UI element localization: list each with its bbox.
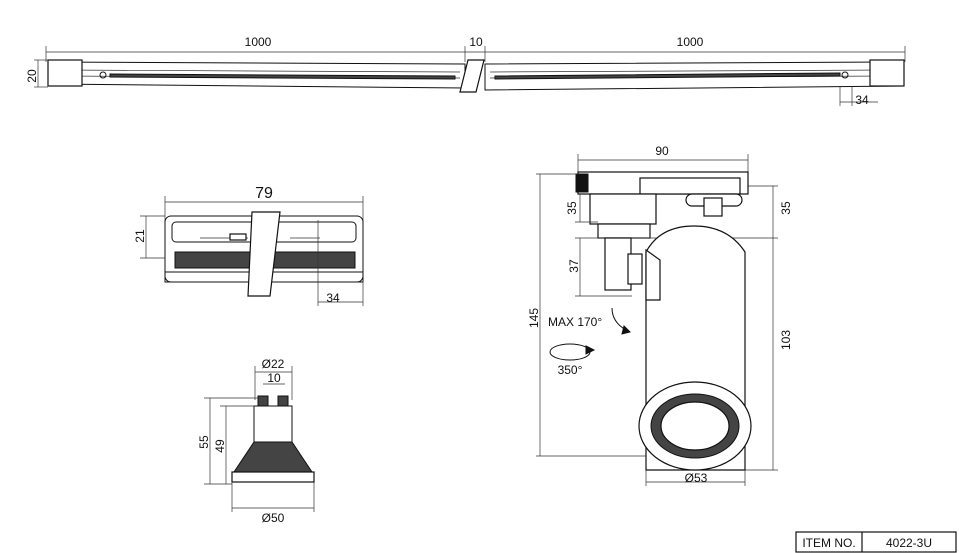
spot-arm-height: 37 (567, 259, 581, 273)
title-block: ITEM NO. 4022-3U (795, 531, 957, 553)
item-label: ITEM NO. (802, 536, 855, 550)
item-value: 4022-3U (886, 536, 932, 550)
connector-depth: 34 (326, 291, 340, 305)
spot-adapter-width: 90 (655, 144, 669, 158)
rail-length-left: 1000 (245, 35, 272, 49)
spot-body-height: 103 (779, 330, 793, 350)
spot-adapter-height-right: 35 (779, 201, 793, 215)
spotlight-drawing: 90 35 35 37 145 103 Ø53 MAX 170° 350° (527, 144, 793, 486)
spot-adapter-height-left: 35 (565, 201, 579, 215)
bulb-body-height: 49 (213, 439, 227, 453)
spot-rotation: 350° (558, 363, 583, 377)
rail-height: 20 (25, 69, 39, 83)
bulb-dia-top: Ø22 (262, 357, 285, 371)
rail-depth: 34 (855, 93, 869, 107)
spot-total-height: 145 (527, 308, 541, 328)
spot-body-dia: Ø53 (685, 471, 708, 485)
spot-tilt: MAX 170° (548, 315, 602, 329)
connector-height: 21 (133, 229, 147, 243)
rail-length-mid: 10 (469, 35, 483, 49)
bulb-total-height: 55 (197, 435, 211, 449)
connector-drawing: 79 21 34 (133, 185, 364, 306)
bulb-pin-spacing: 10 (267, 371, 281, 385)
bulb-drawing: Ø22 10 55 49 Ø50 (197, 357, 315, 525)
connector-length: 79 (255, 185, 273, 202)
rail-length-right: 1000 (677, 35, 704, 49)
bulb-dia-bottom: Ø50 (262, 511, 285, 525)
track-rail: 1000 10 1000 20 34 (25, 35, 906, 107)
